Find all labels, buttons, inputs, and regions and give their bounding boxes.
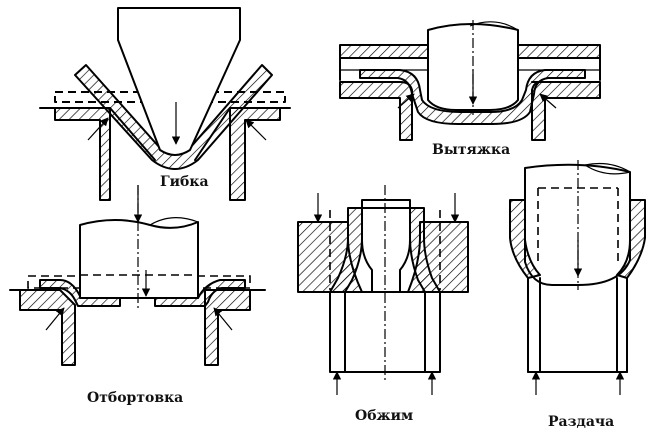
necking-diagram <box>297 185 469 395</box>
flanging-diagram <box>9 185 266 366</box>
caption-flanging: Отбортовка <box>87 390 184 406</box>
caption-drawing: Вытяжка <box>432 142 511 158</box>
expanding-diagram <box>509 160 646 395</box>
bending-diagram <box>39 7 291 201</box>
flanging-punch <box>79 219 199 299</box>
flanging-die-right <box>204 289 251 366</box>
caption-bending: Гибка <box>160 174 209 190</box>
drawing-diagram <box>339 20 601 141</box>
drawing-punch <box>427 23 519 111</box>
bending-die-right <box>229 107 281 201</box>
drawing-cup <box>359 69 586 125</box>
bending-punch <box>117 7 241 156</box>
caption-necking: Обжим <box>355 408 414 424</box>
necking-wall-right <box>409 207 441 293</box>
drawing-holder-left <box>339 44 429 59</box>
bending-die-left <box>54 107 111 201</box>
drawing-holder-right <box>517 44 601 59</box>
expanding-die-left <box>509 199 541 279</box>
drawing-die-left <box>339 81 413 141</box>
drawing-die-right <box>531 81 601 141</box>
caption-expanding: Раздача <box>548 414 615 430</box>
